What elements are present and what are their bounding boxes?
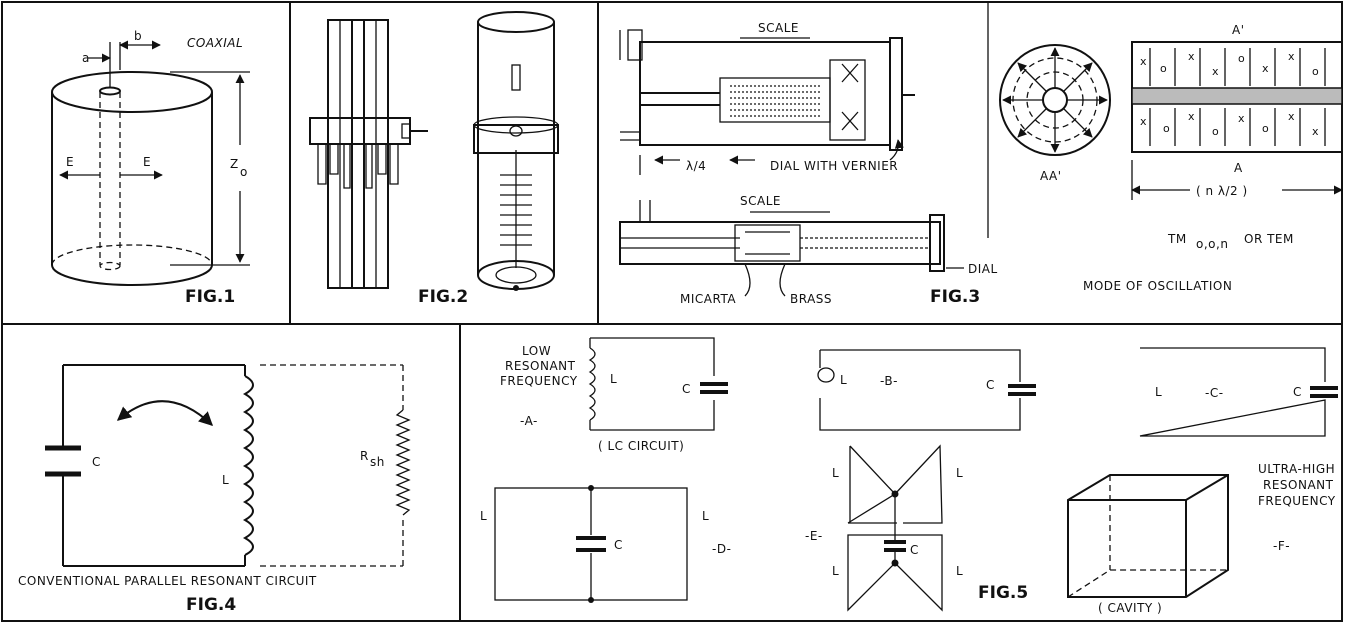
fig4-rsh-sub: sh [370,455,385,469]
svg-text:x: x [1288,50,1295,63]
fig5-a-L: L [610,372,617,386]
svg-text:o: o [1238,52,1245,65]
fig2-tuned-line: FIG.2 [309,11,559,307]
fig1-impedance-sub: o [240,165,248,179]
fig5-low-2: RESONANT [505,359,576,373]
svg-text:x: x [1140,115,1147,128]
fig1-field-left: E [66,155,74,169]
fig5-b-C: C [986,378,995,392]
svg-text:o: o [1312,65,1319,78]
fig5-c-tag: -C- [1205,386,1224,400]
fig5-c-L: L [1155,385,1162,399]
fig3-brass: BRASS [790,292,832,306]
fig4-ind-label: L [222,473,229,487]
fig5-b-L: L [840,373,847,387]
mode-a-prime: A' [1232,23,1245,37]
fig5-c-C: C [1293,385,1302,399]
fig5-ultra-3: FREQUENCY [1258,494,1336,508]
svg-text:x: x [1140,55,1147,68]
svg-text:o: o [1160,62,1167,75]
fig3-dial-vernier: DIAL WITH VERNIER [770,159,898,173]
mode-tm: TM [1167,232,1187,246]
fig3-micarta: MICARTA [680,292,736,306]
svg-text:o: o [1163,122,1170,135]
fig4-cap-label: C [92,455,101,469]
fig3-scale-top: SCALE [758,21,799,35]
fig5-ultra-2: RESONANT [1263,478,1334,492]
fig2-caption: FIG.2 [418,287,468,307]
fig5-caption: FIG.5 [978,583,1028,603]
fig1-caption: FIG.1 [185,287,235,307]
fig5-a-tag: -A- [520,414,538,428]
svg-text:x: x [1262,62,1269,75]
fig5-ultra-1: ULTRA-HIGH [1258,462,1335,476]
fig5-cavity: ( CAVITY ) [1098,601,1162,615]
fig5-low-3: FREQUENCY [500,374,578,388]
fig4-caption: FIG.4 [186,595,236,615]
fig3-caption: FIG.3 [930,287,980,307]
fig5-e-tag: -E- [805,529,823,543]
fig1-title: COAXIAL [187,36,243,50]
svg-text:o: o [1212,125,1219,138]
fig1-dim-b: b [134,29,142,43]
fig1-dim-a: a [82,51,90,65]
svg-text:x: x [1212,65,1219,78]
fig5-a-C: C [682,382,691,396]
fig5-lc-circuit: ( LC CIRCUIT) [598,439,684,453]
mode-title: MODE OF OSCILLATION [1083,279,1232,293]
fig5-e-L1: L [832,466,839,480]
fig1-coaxial: a b COAXIAL E E Z o FIG.1 [51,29,254,307]
mode-aa-prime: AA' [1040,169,1062,183]
fig5-d-tag: -D- [712,542,731,556]
fig3-scale-bottom: SCALE [740,194,781,208]
svg-text:x: x [1188,110,1195,123]
fig5-frequency-evolution: LOW RESONANT FREQUENCY -A- L C ( LC CIRC… [480,337,1338,615]
fig4-rsh: R [360,449,369,463]
fig1-impedance: Z [230,157,239,171]
svg-text:x: x [1238,112,1245,125]
fig5-e-L4: L [956,564,963,578]
fig4-parallel-resonant: C L R sh CONVENTIONAL PARALLEL RESONANT … [18,364,411,615]
svg-text:x: x [1288,110,1295,123]
svg-text:x: x [1312,125,1319,138]
fig5-d-C: C [614,538,623,552]
mode-half-wave: ( n λ/2 ) [1196,184,1248,198]
mode-or-tem: OR TEM [1244,232,1294,246]
mode-tm-sub: o,o,n [1196,237,1228,251]
fig5-f-tag: -F- [1273,539,1290,553]
fig5-e-L2: L [956,466,963,480]
svg-text:o: o [1262,122,1269,135]
fig1-field-right: E [143,155,151,169]
fig3-quarter-wave: λ/4 [686,159,706,173]
fig4-title: CONVENTIONAL PARALLEL RESONANT CIRCUIT [18,574,317,588]
fig5-e-C: C [910,543,919,557]
fig5-low-1: LOW [522,344,551,358]
fig3-dial: DIAL [968,262,998,276]
svg-text:x: x [1188,50,1195,63]
fig3-tuners: SCALE λ/4 DIAL WITH VERNIER SCALE DIAL M… [619,21,998,307]
fig5-d-L1: L [480,509,487,523]
fig5-e-L3: L [832,564,839,578]
fig5-b-tag: -B- [880,374,898,388]
mode-a: A [1234,161,1243,175]
fig5-d-L2: L [702,509,709,523]
